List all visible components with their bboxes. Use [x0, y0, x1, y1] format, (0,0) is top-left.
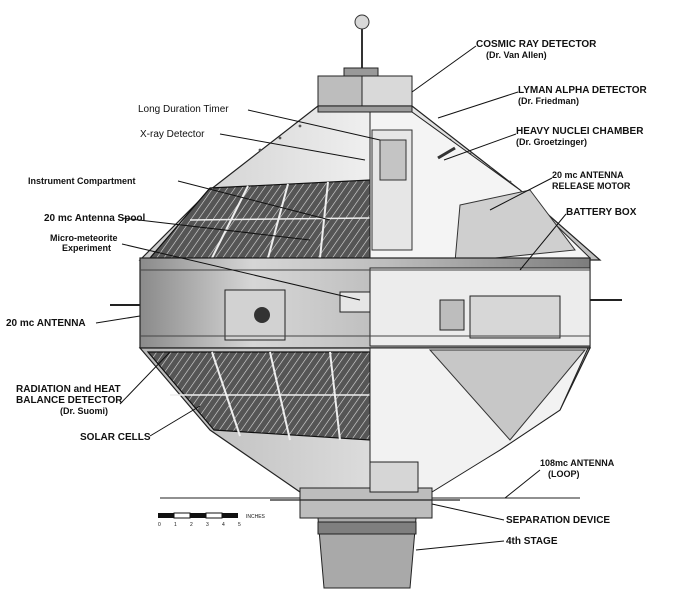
label-108-antenna-1: 108mc ANTENNA [540, 458, 615, 468]
label-antenna-release-2: RELEASE MOTOR [552, 181, 631, 191]
fourth-stage [317, 517, 417, 589]
label-micro-2: Experiment [62, 243, 111, 253]
label-cosmic-ray: COSMIC RAY DETECTOR [476, 39, 597, 50]
scale-tick-4: 4 [222, 522, 225, 528]
scale-tick-2: 2 [190, 522, 193, 528]
label-instrument: Instrument Compartment [28, 176, 136, 186]
label-antenna-release-1: 20 mc ANTENNA [552, 170, 624, 180]
leader-lines [95, 45, 567, 551]
scale-tick-3: 3 [206, 522, 209, 528]
lower-solar-panels [146, 351, 371, 441]
upper-solar-panels [148, 179, 371, 259]
label-heavy-nuclei: HEAVY NUCLEI CHAMBER [516, 126, 644, 137]
label-20mc-antenna: 20 mc ANTENNA [6, 318, 86, 329]
label-separation: SEPARATION DEVICE [506, 515, 610, 526]
label-spool: 20 mc Antenna Spool [44, 213, 146, 224]
label-solar-cells: SOLAR CELLS [80, 432, 151, 443]
label-heavy-nuclei-sub: (Dr. Groetzinger) [516, 137, 587, 147]
whip-antennas [110, 299, 622, 306]
labels-left: Long Duration Timer X-ray Detector Instr… [6, 104, 229, 443]
equator-band [139, 257, 591, 349]
label-timer: Long Duration Timer [138, 104, 229, 115]
scale-bar: 0 1 2 3 4 5 INCHES [158, 512, 266, 528]
separation-device [270, 461, 460, 519]
top-mast [354, 14, 370, 72]
scale-tick-0: 0 [158, 522, 161, 528]
label-108-antenna-2: (LOOP) [548, 469, 580, 479]
label-radiation-1: RADIATION and HEAT [16, 384, 121, 395]
labels-right: COSMIC RAY DETECTOR (Dr. Van Allen) LYMA… [476, 39, 647, 547]
label-xray: X-ray Detector [140, 129, 205, 140]
scale-unit: INCHES [246, 514, 266, 520]
label-radiation-2: BALANCE DETECTOR [16, 395, 123, 406]
label-4th-stage: 4th STAGE [506, 536, 558, 547]
label-lyman: LYMAN ALPHA DETECTOR [518, 85, 647, 96]
label-battery: BATTERY BOX [566, 207, 637, 218]
label-lyman-sub: (Dr. Friedman) [518, 96, 579, 106]
cutaway-interior-upper [369, 111, 592, 263]
scale-tick-5: 5 [238, 522, 241, 528]
label-radiation-3: (Dr. Suomi) [60, 406, 108, 416]
label-micro-1: Micro-meteorite [50, 233, 118, 243]
label-cosmic-ray-sub: (Dr. Van Allen) [486, 50, 547, 60]
scale-tick-1: 1 [174, 522, 177, 528]
cosmic-ray-detector-box [317, 67, 413, 107]
